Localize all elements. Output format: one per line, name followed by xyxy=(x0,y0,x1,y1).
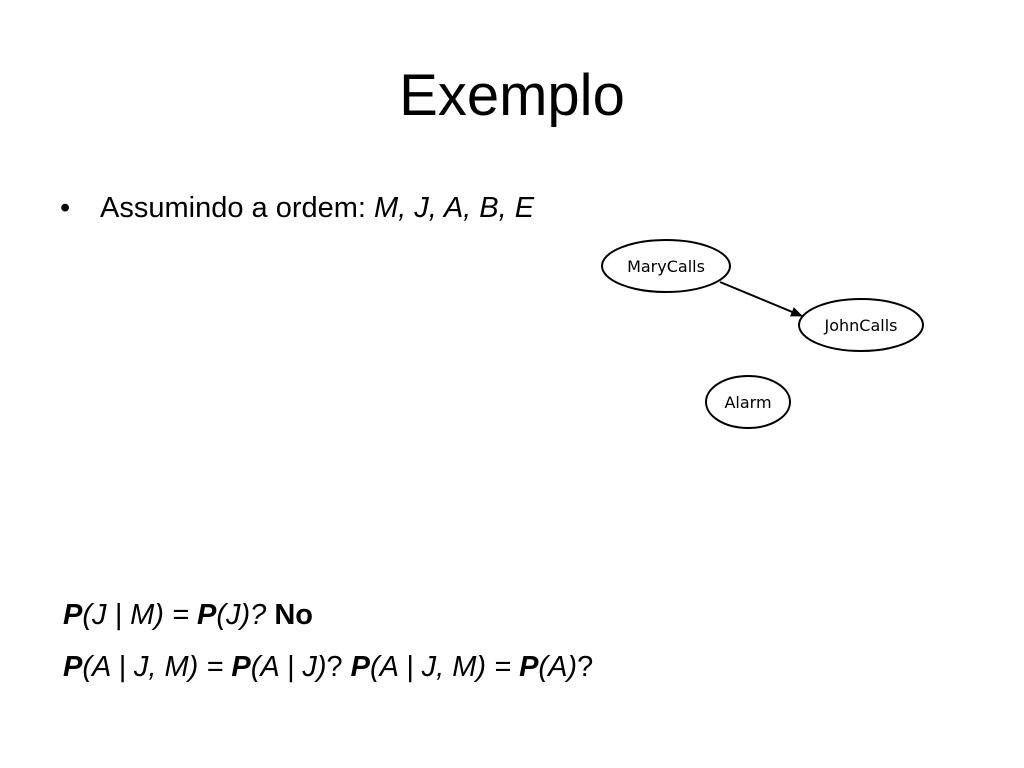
node-johncalls: JohnCalls xyxy=(798,298,924,352)
eq2-part2: (A | J) xyxy=(250,651,327,683)
node-marycalls: MaryCalls xyxy=(601,239,731,293)
eq2-p2: P xyxy=(231,651,251,683)
eq2-q1: ? xyxy=(326,651,351,683)
eq1-part2: (J)? xyxy=(216,599,275,631)
edge-marycalls-johncalls xyxy=(719,281,803,317)
eq2-part3: (A | J, M) = xyxy=(370,651,520,683)
bullet-text: Assumindo a ordem: xyxy=(100,192,375,224)
bullet-order: M, J, A, B, E xyxy=(374,192,535,224)
eq2-p3: P xyxy=(350,651,371,683)
node-label-johncalls: JohnCalls xyxy=(824,316,898,335)
eq1-part1: (J | M) = xyxy=(82,599,198,631)
eq2-q2: ? xyxy=(577,651,594,683)
bullet-marker: • xyxy=(60,192,71,224)
equation-line-1: P(J | M) = P(J)? No xyxy=(63,596,313,634)
slide-title: Exemplo xyxy=(399,63,625,128)
bullet-item: • Assumindo a ordem: M, J, A, B, E xyxy=(60,189,534,227)
eq1-p2: P xyxy=(197,599,217,631)
eq1-p1: P xyxy=(63,599,83,631)
equation-line-2: P(A | J, M) = P(A | J)? P(A | J, M) = P(… xyxy=(63,648,593,686)
eq2-p4: P xyxy=(519,651,539,683)
node-alarm: Alarm xyxy=(705,375,791,429)
node-label-alarm: Alarm xyxy=(724,393,771,412)
eq2-part1: (A | J, M) = xyxy=(82,651,232,683)
eq1-answer: No xyxy=(274,599,314,631)
eq2-part4: (A) xyxy=(538,651,578,683)
node-label-marycalls: MaryCalls xyxy=(627,257,705,276)
eq2-p1: P xyxy=(63,651,83,683)
